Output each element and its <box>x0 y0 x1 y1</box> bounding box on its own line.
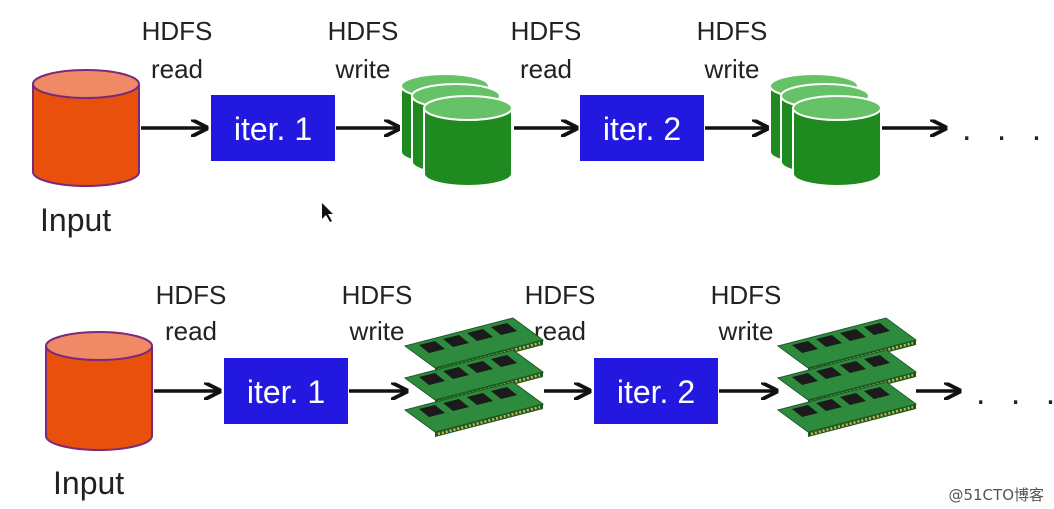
top-hdfs-read-label-1: HDFS <box>142 16 213 46</box>
bottom-hdfs-read2-label-1: HDFS <box>525 280 596 310</box>
top-hdfs-write2-label-1: HDFS <box>697 16 768 46</box>
top-iter1-box: iter. 1 <box>211 95 335 161</box>
bottom-row: Input HDFS read HDFS write HDFS read HDF… <box>45 280 1054 501</box>
top-hdfs-write2-label-2: write <box>704 54 760 84</box>
top-hdfs-read-label-2: read <box>151 54 203 84</box>
mouse-pointer-icon <box>322 203 333 222</box>
bottom-ellipsis: . . . <box>976 374 1054 412</box>
top-hdfs-read2-label-1: HDFS <box>511 16 582 46</box>
bottom-hdfs-write-label-2: write <box>349 316 405 346</box>
bottom-input-label: Input <box>53 465 124 501</box>
bottom-iter1-label: iter. 1 <box>247 374 325 410</box>
top-storage2-stacked-disks-icon <box>769 73 882 187</box>
bottom-hdfs-read-label-1: HDFS <box>156 280 227 310</box>
top-storage1-stacked-disks-icon <box>400 73 513 187</box>
bottom-hdfs-write-label-1: HDFS <box>342 280 413 310</box>
top-iter1-label: iter. 1 <box>234 111 312 147</box>
top-iter2-box: iter. 2 <box>580 95 704 161</box>
bottom-input-disk-icon <box>45 331 153 451</box>
bottom-iter1-box: iter. 1 <box>224 358 348 424</box>
bottom-hdfs-write2-label-2: write <box>718 316 774 346</box>
top-hdfs-write-label-2: write <box>335 54 391 84</box>
top-iter2-label: iter. 2 <box>603 111 681 147</box>
top-row: Input HDFS read HDFS write HDFS read HDF… <box>32 16 1049 238</box>
bottom-hdfs-read-label-2: read <box>165 316 217 346</box>
top-input-disk-icon <box>32 69 140 187</box>
bottom-memory1-ram-module-icon <box>403 316 545 439</box>
bottom-iter2-box: iter. 2 <box>594 358 718 424</box>
watermark: @51CTO博客 <box>948 486 1044 504</box>
top-hdfs-read2-label-2: read <box>520 54 572 84</box>
top-input-label: Input <box>40 202 111 238</box>
bottom-memory2-ram-module-icon <box>776 316 918 439</box>
bottom-iter2-label: iter. 2 <box>617 374 695 410</box>
top-ellipsis: . . . <box>962 110 1049 148</box>
bottom-hdfs-write2-label-1: HDFS <box>711 280 782 310</box>
top-hdfs-write-label-1: HDFS <box>328 16 399 46</box>
